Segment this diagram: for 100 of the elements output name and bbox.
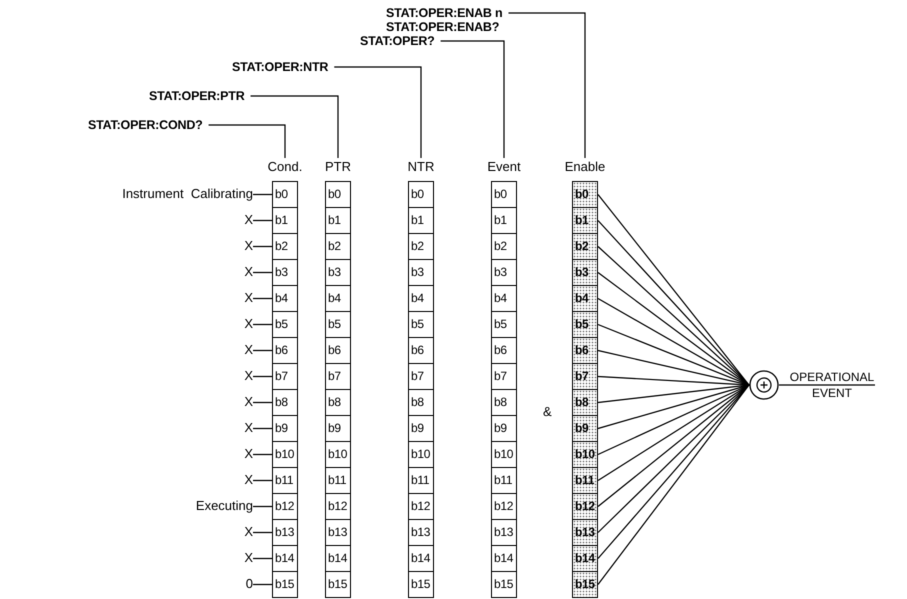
bit-cell: b11 xyxy=(408,467,434,494)
column-header: Enable xyxy=(564,158,606,176)
bit-cell: b3 xyxy=(572,259,598,286)
bit-cell: b13 xyxy=(408,519,434,546)
bit-cell: b8 xyxy=(491,389,517,416)
bit-cell: b1 xyxy=(572,207,598,234)
connector-line xyxy=(253,324,272,326)
connector-line xyxy=(253,194,272,196)
bit-label: X xyxy=(244,368,253,384)
bit-cell: b15 xyxy=(325,571,351,598)
bit-cell: b2 xyxy=(408,233,434,260)
bit-cell: b14 xyxy=(272,545,298,572)
column-header: PTR xyxy=(324,158,352,176)
connector-line xyxy=(508,12,586,158)
bit-cell: b3 xyxy=(491,259,517,286)
bit-cell: b5 xyxy=(272,311,298,338)
bit-label: X xyxy=(244,420,253,436)
bit-label: X xyxy=(244,472,253,488)
connector-line xyxy=(253,506,272,508)
bit-label: X xyxy=(244,524,253,540)
connector-line xyxy=(253,350,272,352)
bit-cell: b8 xyxy=(408,389,434,416)
bit-label: X xyxy=(244,342,253,358)
bit-cell: b3 xyxy=(408,259,434,286)
output-label: OPERATIONAL EVENT xyxy=(789,369,875,401)
bit-cell: b0 xyxy=(491,181,517,208)
bit-cell: b9 xyxy=(325,415,351,442)
bit-cell: b8 xyxy=(325,389,351,416)
bit-cell: b2 xyxy=(272,233,298,260)
connector-line xyxy=(253,402,272,404)
bit-label: X xyxy=(244,264,253,280)
bit-cell: b3 xyxy=(325,259,351,286)
bit-cell: b4 xyxy=(408,285,434,312)
bit-cell: b6 xyxy=(325,337,351,364)
column-header: Event xyxy=(486,158,522,176)
bit-cell: b10 xyxy=(325,441,351,468)
and-symbol: & xyxy=(543,404,552,420)
bit-label: Instrument Calibrating xyxy=(122,186,253,202)
bit-cell: b15 xyxy=(408,571,434,598)
bit-label: X xyxy=(244,550,253,566)
bit-cell: b14 xyxy=(572,545,598,572)
bit-cell: b4 xyxy=(491,285,517,312)
bit-label: X xyxy=(244,446,253,462)
bit-cell: b10 xyxy=(272,441,298,468)
bit-cell: b13 xyxy=(491,519,517,546)
bit-cell: b0 xyxy=(572,181,598,208)
command-text: STAT:OPER:NTR xyxy=(232,60,328,74)
bit-cell: b2 xyxy=(491,233,517,260)
bit-cell: b15 xyxy=(272,571,298,598)
bit-cell: b8 xyxy=(572,389,598,416)
bit-label: X xyxy=(244,238,253,254)
bit-cell: b14 xyxy=(408,545,434,572)
bit-cell: b15 xyxy=(491,571,517,598)
bit-label: X xyxy=(244,212,253,228)
bit-cell: b13 xyxy=(572,519,598,546)
bit-cell: b6 xyxy=(408,337,434,364)
bit-cell: b1 xyxy=(325,207,351,234)
connector-line xyxy=(253,298,272,300)
command-text: STAT:OPER:ENAB? xyxy=(386,20,500,34)
column-header: Cond. xyxy=(266,158,304,176)
bit-cell: b4 xyxy=(572,285,598,312)
connector-line xyxy=(598,246,750,386)
bit-cell: b0 xyxy=(408,181,434,208)
bit-cell: b12 xyxy=(272,493,298,520)
or-gate-symbol xyxy=(749,370,779,400)
bit-cell: b0 xyxy=(325,181,351,208)
bit-label: X xyxy=(244,394,253,410)
bit-cell: b7 xyxy=(325,363,351,390)
bit-cell: b7 xyxy=(272,363,298,390)
bit-cell: b9 xyxy=(408,415,434,442)
connector-line xyxy=(334,66,422,158)
connector-line xyxy=(253,272,272,274)
command-text: STAT:OPER? xyxy=(360,34,435,48)
bit-cell: b7 xyxy=(572,363,598,390)
bit-cell: b1 xyxy=(491,207,517,234)
bit-cell: b1 xyxy=(408,207,434,234)
bit-cell: b9 xyxy=(572,415,598,442)
command-text: STAT:OPER:COND? xyxy=(88,118,203,132)
connector-line xyxy=(208,124,286,158)
connector-line xyxy=(253,454,272,456)
bit-cell: b3 xyxy=(272,259,298,286)
bit-cell: b14 xyxy=(325,545,351,572)
bit-cell: b6 xyxy=(272,337,298,364)
bit-cell: b6 xyxy=(572,337,598,364)
connector-line xyxy=(253,584,272,586)
command-text: STAT:OPER:PTR xyxy=(149,89,245,103)
bit-label: Executing xyxy=(196,498,253,514)
bit-cell: b11 xyxy=(491,467,517,494)
bit-cell: b10 xyxy=(491,441,517,468)
bit-cell: b15 xyxy=(572,571,598,598)
connector-line xyxy=(253,532,272,534)
bit-cell: b7 xyxy=(408,363,434,390)
bit-cell: b12 xyxy=(491,493,517,520)
bit-cell: b12 xyxy=(408,493,434,520)
bit-cell: b8 xyxy=(272,389,298,416)
bit-cell: b13 xyxy=(325,519,351,546)
bit-cell: b10 xyxy=(572,441,598,468)
bit-cell: b6 xyxy=(491,337,517,364)
command-text: STAT:OPER:ENAB n xyxy=(386,6,502,20)
bit-cell: b14 xyxy=(491,545,517,572)
